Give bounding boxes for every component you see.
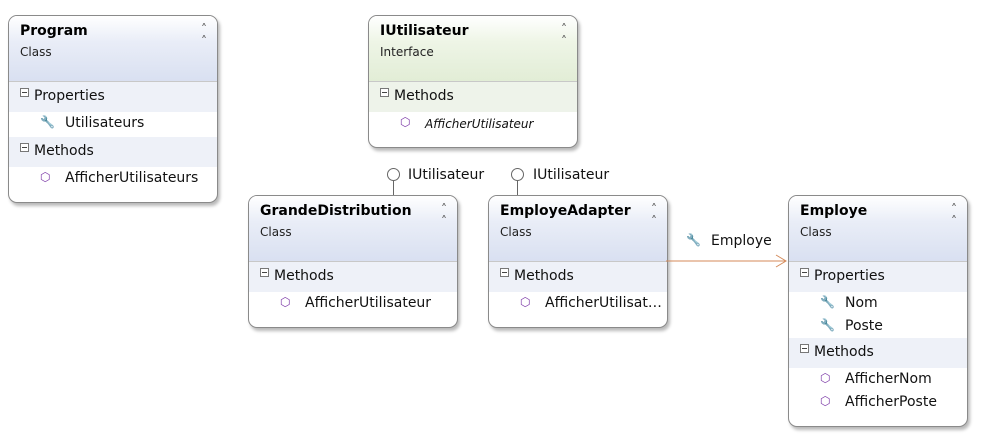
class-header[interactable]: GrandeDistribution Class ˄˄ <box>249 196 457 262</box>
wrench-icon: 🔧 <box>40 115 55 129</box>
method-name: AfficherUtilisat… <box>545 295 662 311</box>
methods-section[interactable]: Methods <box>369 82 577 112</box>
methods-section[interactable]: Methods <box>9 137 217 167</box>
collapse-icon[interactable]: ˄˄ <box>201 22 207 48</box>
wrench-icon: 🔧 <box>686 233 701 247</box>
minus-box-icon[interactable] <box>800 344 809 353</box>
methods-section[interactable]: Methods <box>489 262 667 292</box>
properties-section[interactable]: Properties <box>789 262 967 292</box>
interface-title: IUtilisateur <box>380 23 469 39</box>
program-class-shape[interactable]: Program Class ˄˄ Properties 🔧 Utilisateu… <box>8 15 218 203</box>
cube-icon: ⬡ <box>520 295 531 309</box>
interface-kind: Interface <box>380 45 434 59</box>
cube-icon: ⬡ <box>400 115 411 129</box>
association-label: Employe <box>711 233 772 249</box>
minus-box-icon[interactable] <box>20 88 29 97</box>
methods-section[interactable]: Methods <box>249 262 457 292</box>
interface-lollipop-stick <box>517 181 518 195</box>
cube-icon: ⬡ <box>820 371 831 385</box>
class-title: EmployeAdapter <box>500 203 631 219</box>
method-item[interactable]: ⬡ AfficherPoste <box>789 391 967 414</box>
interface-lollipop[interactable] <box>511 168 524 181</box>
methods-section[interactable]: Methods <box>789 338 967 368</box>
employe-class-shape[interactable]: Employe Class ˄˄ Properties 🔧 Nom 🔧 Post… <box>788 195 968 427</box>
property-name: Utilisateurs <box>65 115 145 131</box>
section-label: Methods <box>814 344 874 360</box>
class-header[interactable]: EmployeAdapter Class ˄˄ <box>489 196 667 262</box>
method-name: AfficherUtilisateurs <box>65 170 199 186</box>
property-name: Nom <box>845 295 878 311</box>
section-label: Properties <box>814 268 885 284</box>
property-item[interactable]: 🔧 Utilisateurs <box>9 112 217 137</box>
grandedistribution-class-shape[interactable]: GrandeDistribution Class ˄˄ Methods ⬡ Af… <box>248 195 458 328</box>
interface-lollipop-stick <box>393 181 394 195</box>
minus-box-icon[interactable] <box>800 268 809 277</box>
property-name: Poste <box>845 318 883 334</box>
wrench-icon: 🔧 <box>820 295 835 309</box>
interface-header[interactable]: IUtilisateur Interface ˄˄ <box>369 16 577 82</box>
collapse-icon[interactable]: ˄˄ <box>651 202 657 228</box>
method-item[interactable]: ⬡ AfficherUtilisateur <box>369 112 577 137</box>
minus-box-icon[interactable] <box>20 143 29 152</box>
section-label: Properties <box>34 88 105 104</box>
cube-icon: ⬡ <box>40 170 51 184</box>
method-item[interactable]: ⬡ AfficherNom <box>789 368 967 391</box>
minus-box-icon[interactable] <box>260 268 269 277</box>
class-header[interactable]: Program Class ˄˄ <box>9 16 217 82</box>
method-item[interactable]: ⬡ AfficherUtilisateur <box>249 292 457 317</box>
class-kind: Class <box>260 225 292 239</box>
class-title: GrandeDistribution <box>260 203 412 219</box>
minus-box-icon[interactable] <box>500 268 509 277</box>
lollipop-label: IUtilisateur <box>408 167 485 183</box>
iutilisateur-interface-shape[interactable]: IUtilisateur Interface ˄˄ Methods ⬡ Affi… <box>368 15 578 148</box>
method-name: AfficherUtilisateur <box>425 117 534 131</box>
method-name: AfficherPoste <box>845 394 937 410</box>
properties-section[interactable]: Properties <box>9 82 217 112</box>
section-label: Methods <box>34 143 94 159</box>
method-name: AfficherNom <box>845 371 932 387</box>
class-kind: Class <box>800 225 832 239</box>
collapse-icon[interactable]: ˄˄ <box>561 22 567 48</box>
class-header[interactable]: Employe Class ˄˄ <box>789 196 967 262</box>
property-item[interactable]: 🔧 Poste <box>789 315 967 338</box>
method-item[interactable]: ⬡ AfficherUtilisateurs <box>9 167 217 192</box>
minus-box-icon[interactable] <box>380 88 389 97</box>
class-title: Employe <box>800 203 868 219</box>
cube-icon: ⬡ <box>820 394 831 408</box>
association-arrow[interactable] <box>666 250 790 274</box>
collapse-icon[interactable]: ˄˄ <box>441 202 447 228</box>
class-kind: Class <box>500 225 532 239</box>
class-kind: Class <box>20 45 52 59</box>
cube-icon: ⬡ <box>280 295 291 309</box>
method-name: AfficherUtilisateur <box>305 295 432 311</box>
lollipop-label: IUtilisateur <box>533 167 610 183</box>
property-item[interactable]: 🔧 Nom <box>789 292 967 315</box>
collapse-icon[interactable]: ˄˄ <box>951 202 957 228</box>
section-label: Methods <box>514 268 574 284</box>
interface-lollipop[interactable] <box>387 168 400 181</box>
wrench-icon: 🔧 <box>820 318 835 332</box>
section-label: Methods <box>394 88 454 104</box>
section-label: Methods <box>274 268 334 284</box>
method-item[interactable]: ⬡ AfficherUtilisat… <box>489 292 667 317</box>
class-title: Program <box>20 23 88 39</box>
employeadapter-class-shape[interactable]: EmployeAdapter Class ˄˄ Methods ⬡ Affich… <box>488 195 668 328</box>
